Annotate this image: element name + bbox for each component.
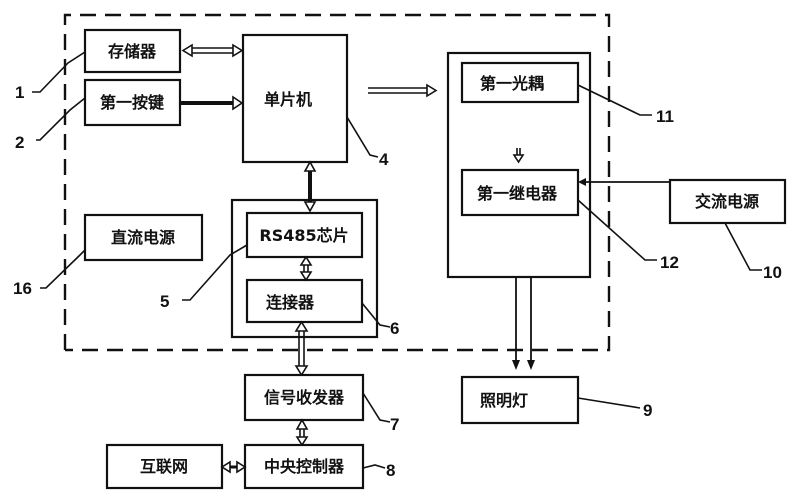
ref-number-7: 7: [390, 415, 399, 434]
ref-number-5: 5: [160, 292, 169, 311]
ref-number-4: 4: [379, 150, 389, 169]
ac-power-block: 交流电源: [670, 180, 785, 223]
internet-central-bidirectional-arrow: [222, 462, 245, 472]
ref-number-12: 12: [660, 253, 679, 272]
output-lamp-wires: [512, 277, 535, 370]
internet-block: 互联网: [107, 445, 222, 488]
ac-relay-line: [578, 178, 670, 186]
rs485-label: RS485芯片: [259, 226, 348, 245]
memory-mcu-bidirectional-arrow: [183, 45, 242, 56]
leader-line-16: [40, 250, 85, 288]
mcu-label: 单片机: [264, 90, 312, 109]
first-optocoupler-label: 第一光耦: [480, 74, 544, 93]
transceiver-central-bidirectional-arrow: [297, 420, 307, 445]
dc-power-label: 直流电源: [111, 228, 175, 247]
connector-block: 连接器: [247, 280, 362, 322]
connector-label: 连接器: [266, 293, 315, 312]
leader-line-1: [32, 52, 85, 92]
leader-line-10: [725, 223, 762, 270]
leader-line-8: [363, 465, 385, 468]
mcu-output-double-arrow: [368, 85, 436, 96]
first-optocoupler-block: 第一光耦: [462, 63, 578, 102]
memory-block: 存储器: [85, 30, 180, 72]
transceiver-label: 信号收发器: [264, 388, 345, 407]
first-key-label: 第一按键: [100, 93, 164, 112]
ref-number-1: 1: [15, 83, 24, 102]
memory-label: 存储器: [108, 42, 157, 61]
mcu-rs485-bidirectional-arrow: [305, 162, 315, 211]
first-relay-block: 第一继电器: [462, 170, 578, 215]
central-controller-block: 中央控制器: [245, 445, 363, 488]
first-relay-label: 第一继电器: [477, 184, 558, 203]
lamp-label: 照明灯: [480, 391, 528, 410]
dc-power-block: 直流电源: [85, 215, 202, 260]
central-controller-label: 中央控制器: [264, 457, 345, 476]
leader-line-7: [363, 393, 390, 422]
connector-transceiver-bidirectional-arrow: [296, 322, 307, 375]
ref-number-16: 16: [13, 279, 32, 298]
mcu-block: 单片机: [243, 35, 347, 162]
internet-label: 互联网: [140, 457, 188, 476]
key-mcu-arrow: [180, 97, 242, 109]
rs485-block: RS485芯片: [247, 213, 362, 257]
ref-number-8: 8: [386, 461, 395, 480]
ref-number-10: 10: [763, 263, 782, 282]
ac-power-label: 交流电源: [695, 192, 759, 211]
ref-number-9: 9: [643, 401, 652, 420]
leader-line-2: [36, 98, 85, 140]
lamp-block: 照明灯: [462, 377, 578, 423]
leader-line-9: [578, 398, 640, 408]
leader-line-4: [347, 117, 378, 157]
first-key-block: 第一按键: [85, 80, 180, 125]
ref-number-2: 2: [15, 133, 24, 152]
ref-number-6: 6: [390, 319, 399, 338]
ref-number-11: 11: [656, 107, 674, 126]
transceiver-block: 信号收发器: [245, 375, 363, 420]
